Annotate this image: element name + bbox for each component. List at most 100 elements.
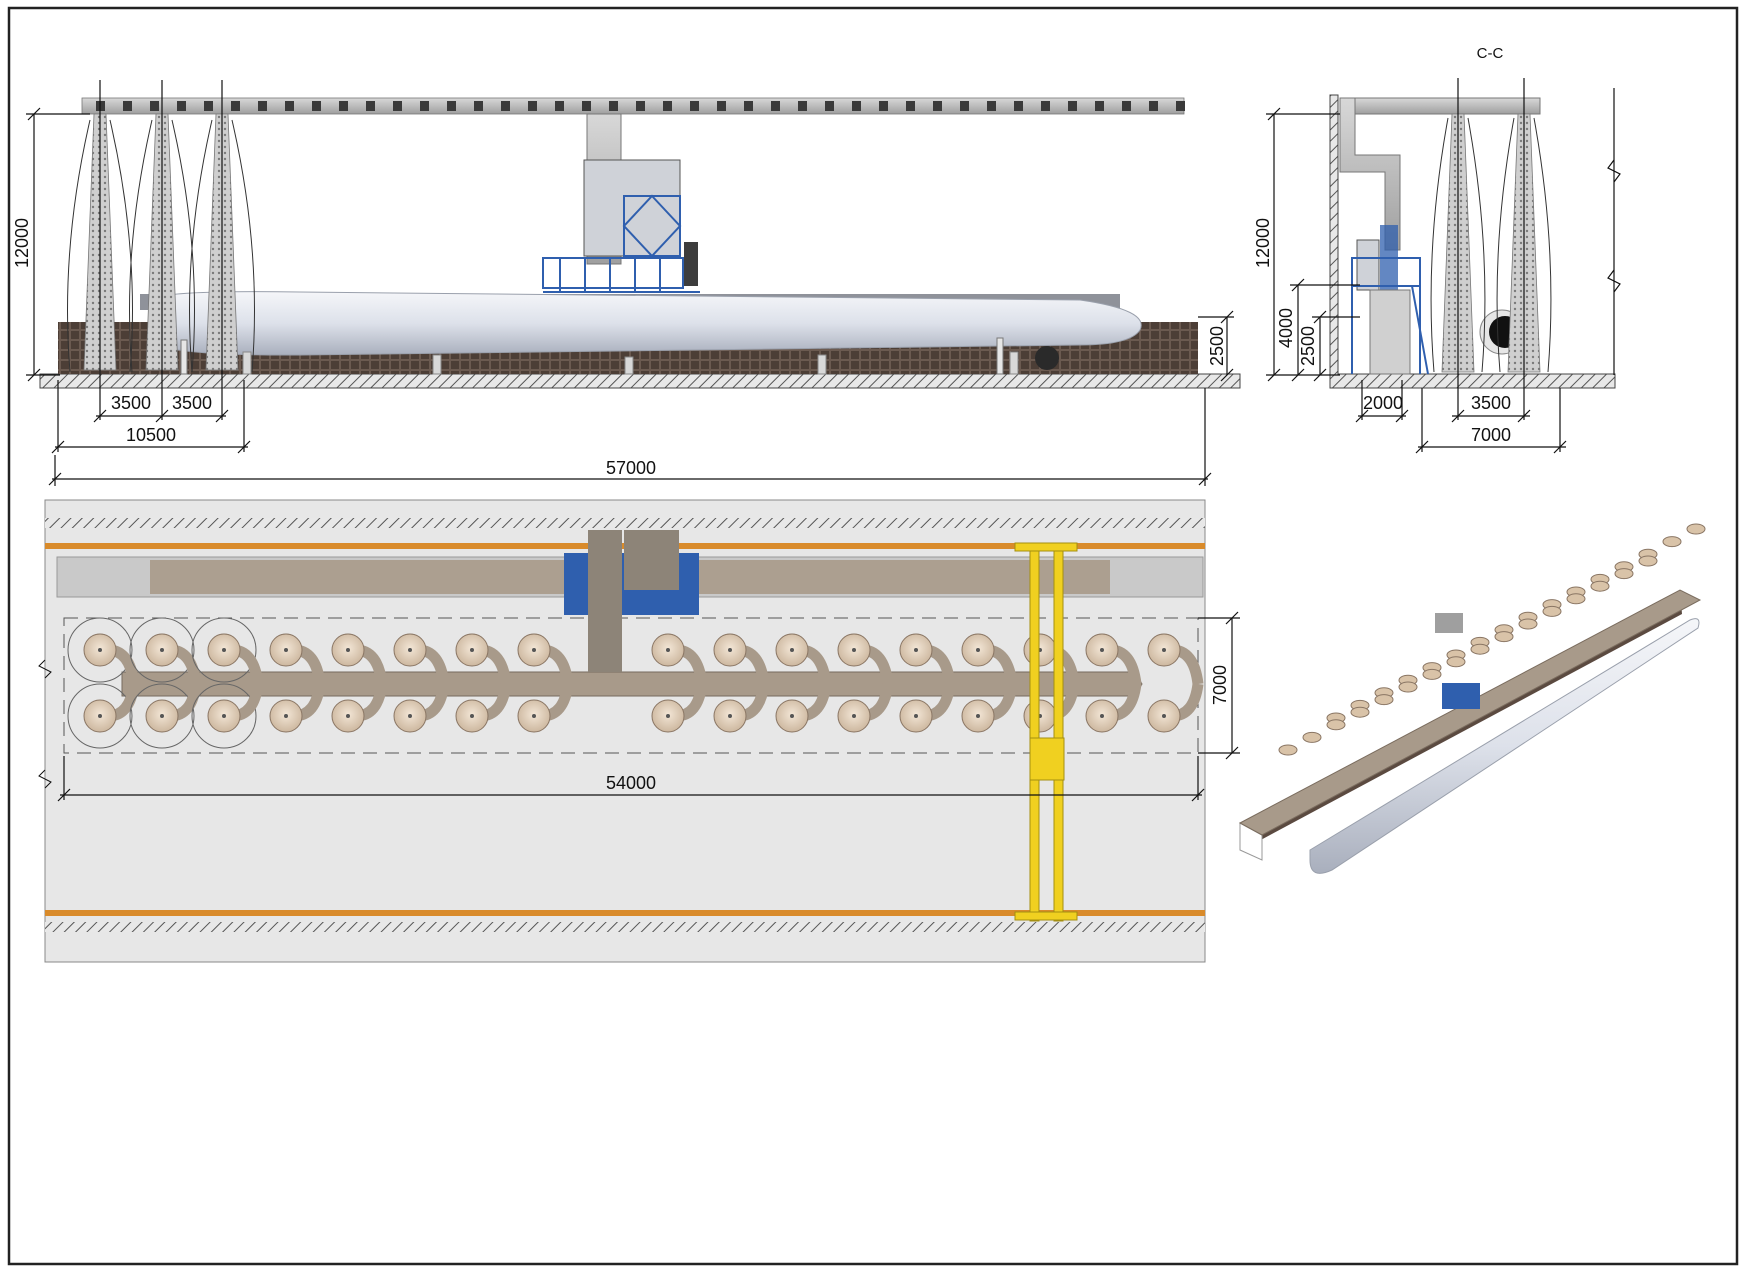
plan-wall-bottom [45,922,1205,932]
dim-sec-height: 12000 [1253,218,1273,268]
iso-hood [1590,580,1610,592]
hood-center [98,648,102,652]
cone-swing-arc [67,119,91,373]
duct-slot [744,101,753,111]
section-dimensions [1266,78,1621,454]
hood-swing-circle [67,683,133,749]
hood-center [222,714,226,718]
hood-center [1162,648,1166,652]
control-cabinet [684,242,698,286]
isometric-view [1238,523,1706,874]
iso-hood [1470,643,1490,655]
iso-hood [1374,694,1394,706]
hood-center [470,714,474,718]
section-booth [1356,239,1380,291]
dim-sec-spacing: 3500 [1471,393,1511,413]
hood-center [1162,714,1166,718]
iso-hood [1662,536,1682,548]
duct-slot [609,101,618,111]
duct-slot [285,101,294,111]
duct-slot [1149,101,1158,111]
hood-center [408,714,412,718]
cone-swing-arc [231,119,255,373]
plan-dimensions [57,611,1240,802]
duct-slot [393,101,402,111]
duct-slot [204,101,213,111]
iso-hood [1638,555,1658,567]
iso-hood [1542,605,1562,617]
duct-slot [1095,101,1104,111]
plan-exhaust-hoods [67,617,1204,749]
iso-hood [1494,631,1514,643]
hood-center [1100,648,1104,652]
iso-hood [1302,731,1322,743]
duct-slot [123,101,132,111]
duct-slot [1176,101,1185,111]
duct-slot [690,101,699,111]
hood-swing-circle [67,617,133,683]
duct-slot [771,101,780,111]
blade-supports [242,351,1019,375]
hood-swing-circle [129,683,195,749]
elevation-floor [39,373,1241,389]
section-floor [1329,373,1616,389]
hood-center [666,714,670,718]
iso-hood [1566,593,1586,605]
duct-slot [798,101,807,111]
duct-slot [582,101,591,111]
dim-sec-lower-height: 2500 [1298,326,1318,366]
section-wall [1329,94,1339,376]
hood-center [222,648,226,652]
hood-center [160,714,164,718]
hood-center [728,714,732,718]
plan-rail-bottom [45,910,1205,916]
duct-slot [231,101,240,111]
work-platform [542,257,700,293]
plan-duct-riser [588,530,622,672]
duct-slot [150,101,159,111]
section-cone-arc [1467,117,1486,373]
plan-gantry-crane [1014,542,1078,922]
dim-elev-spacing-1: 3500 [111,393,151,413]
hood-center [284,648,288,652]
cone-swing-arc [129,119,153,373]
duct-slot [1014,101,1023,111]
hood-center [346,648,350,652]
dim-sec-width: 7000 [1471,425,1511,445]
worker-figures [180,337,1004,375]
iso-blade [1309,618,1700,874]
section-label: C-C [1477,45,1504,62]
duct-slot [312,101,321,111]
hood-center [284,714,288,718]
section-overhead-duct [1339,97,1541,115]
iso-hood [1518,618,1538,630]
duct-slot [825,101,834,111]
duct-slot [555,101,564,111]
hood-center [914,714,918,718]
duct-slot [879,101,888,111]
hood-center [532,648,536,652]
dim-sec-booth-width: 2000 [1363,393,1403,413]
section-cone-arc [1430,117,1449,373]
duct-slot [852,101,861,111]
iso-booth [1442,683,1480,709]
duct-slot [420,101,429,111]
duct-slot [447,101,456,111]
hood-center [160,648,164,652]
hood-center [98,714,102,718]
duct-slot [528,101,537,111]
iso-hood [1614,568,1634,580]
dim-plan-length: 54000 [606,773,656,793]
iso-hood [1446,656,1466,668]
hood-swing-circle [191,683,257,749]
section-platform [1351,257,1429,375]
cone-swing-arc [189,119,213,373]
hood-center [790,714,794,718]
iso-exhaust-hoods [1278,523,1706,756]
dim-elev-total-length: 57000 [606,458,656,478]
iso-hood [1326,719,1346,731]
duct-slot [933,101,942,111]
iso-duct-riser [1435,613,1463,633]
duct-slot [1068,101,1077,111]
iso-hood [1398,681,1418,693]
